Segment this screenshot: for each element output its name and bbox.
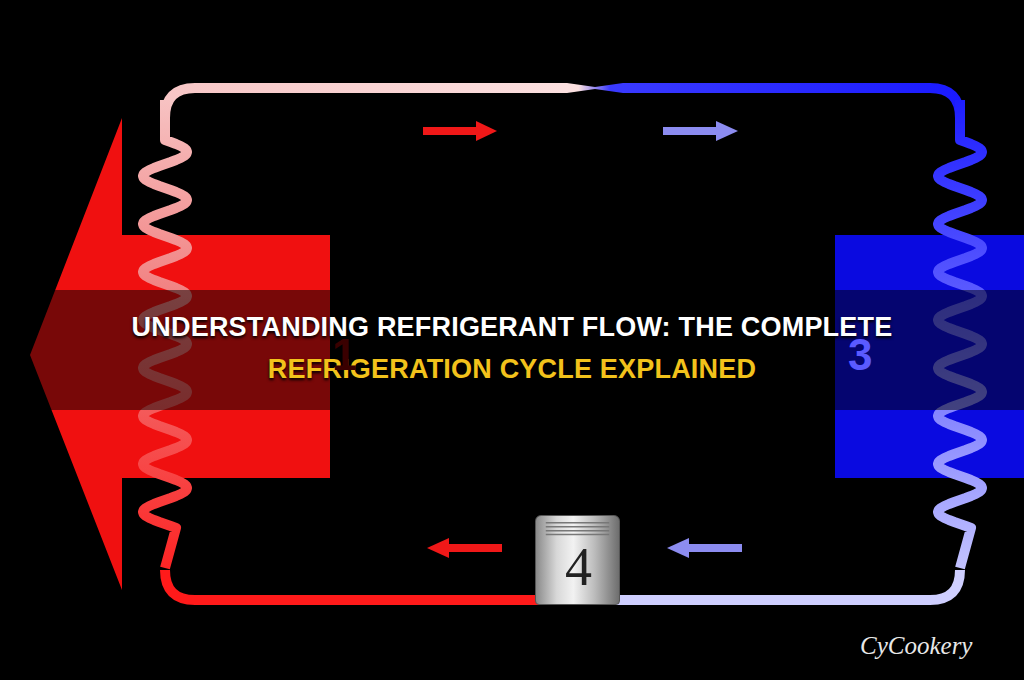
bottom-pipe-cold [615, 570, 960, 600]
bottom-pipe-hot [165, 570, 540, 600]
expansion-valve [560, 82, 630, 87]
watermark: CyCookery [860, 633, 972, 658]
banner-title: UNDERSTANDING REFRIGERANT FLOW: THE COMP… [102, 306, 922, 390]
expansion-valve [560, 89, 630, 94]
callout-number: 4 [565, 540, 592, 594]
top-pipe [165, 88, 960, 118]
compressor: 4 [535, 515, 620, 605]
flow-arrow [423, 121, 497, 141]
flow-arrow [667, 538, 742, 558]
flow-arrow [663, 121, 738, 141]
callout-number: 1 [332, 333, 356, 377]
flow-arrow [427, 538, 502, 558]
callout-number: 3 [848, 333, 872, 377]
